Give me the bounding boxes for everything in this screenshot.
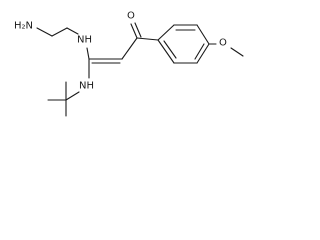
ring-inner-bond-2 [194,43,205,60]
ring-inner-bond-3 [163,40,177,59]
atom-carbonyl-oxygen-label: O [127,11,135,22]
atom-nh2-label: H₂N [14,21,33,32]
bond-o-methyl [230,47,244,57]
bond-c-o-double-b [134,22,142,38]
atom-methoxy-oxygen-label: O [219,38,227,49]
bond-nh-c-enamine [86,47,90,60]
ring-bond-4 [196,43,210,64]
ring-bond-6 [157,39,175,64]
bond-carbonyl-ring [136,37,159,41]
structural-formula: H₂N NH NH O O [14,11,244,117]
bond-ch2-nh [66,27,79,35]
bond-nh2-ch2 [36,27,53,37]
bond-vinyl-carbonyl [121,37,138,60]
ring-bond-1 [157,24,175,41]
atom-nh-linker-label: NH [77,35,92,46]
bond-c-o-double-a [130,23,138,39]
atom-nh-tbutyl-label: NH [79,81,94,92]
bond-nh-tbu-c [65,91,80,101]
bond-ch2-ch2 [51,27,68,37]
ring-bond-3 [196,24,210,45]
